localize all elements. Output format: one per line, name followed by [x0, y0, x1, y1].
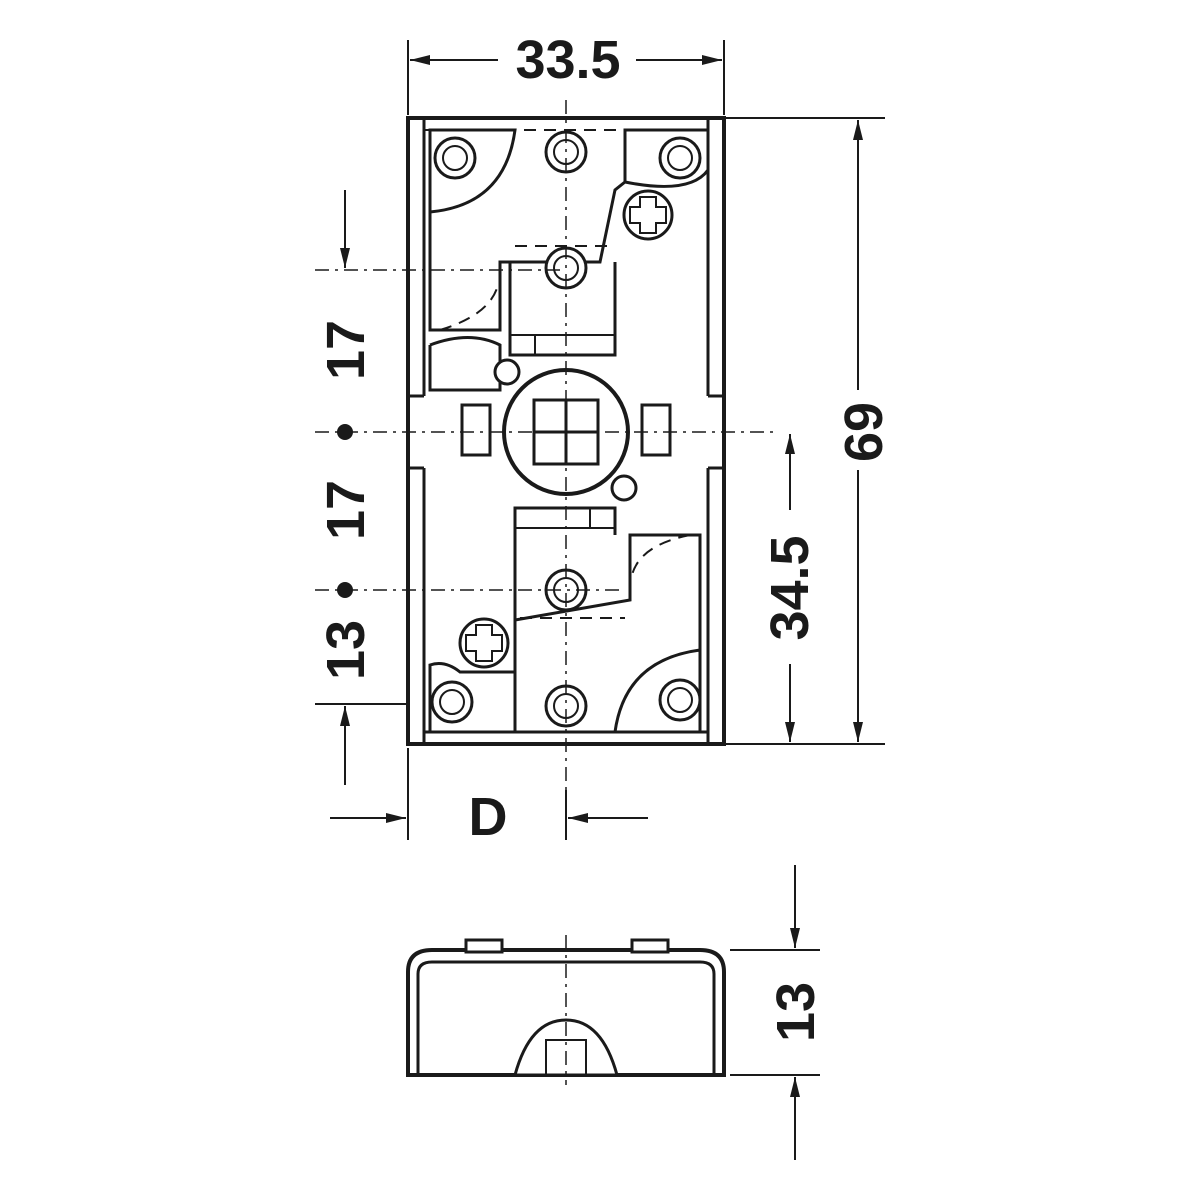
dim-bottom-offset: 13 — [316, 620, 376, 680]
dim-pitch-upper: 17 — [316, 320, 376, 380]
keyhole-bump — [513, 1018, 619, 1077]
side-view — [406, 935, 726, 1085]
mounting-hole-bottom-left — [430, 680, 474, 724]
mounting-hole-top-right — [658, 136, 702, 180]
screw-icon-lower — [458, 617, 510, 669]
lower-right-cutout — [613, 648, 702, 734]
lock-cylinder — [460, 358, 672, 502]
dim-pitch-lower: 17 — [316, 480, 376, 540]
front-view — [315, 100, 775, 790]
upper-bolt-block — [508, 262, 617, 357]
dim-height-half: 34.5 — [760, 535, 820, 640]
dimension-lines — [315, 40, 885, 1160]
dim-side-height: 13 — [766, 982, 826, 1042]
screw-icon-upper — [622, 189, 674, 241]
upper-left-cutout — [428, 128, 517, 214]
dim-width-top: 33.5 — [515, 30, 620, 90]
lower-bolt-block — [513, 506, 617, 672]
mounting-hole-top-left — [433, 136, 477, 180]
lower-plate-outline — [428, 533, 702, 732]
dim-depth-label: D — [469, 787, 508, 847]
dim-height-total: 69 — [834, 402, 894, 462]
mounting-hole-bottom-right — [658, 678, 702, 722]
